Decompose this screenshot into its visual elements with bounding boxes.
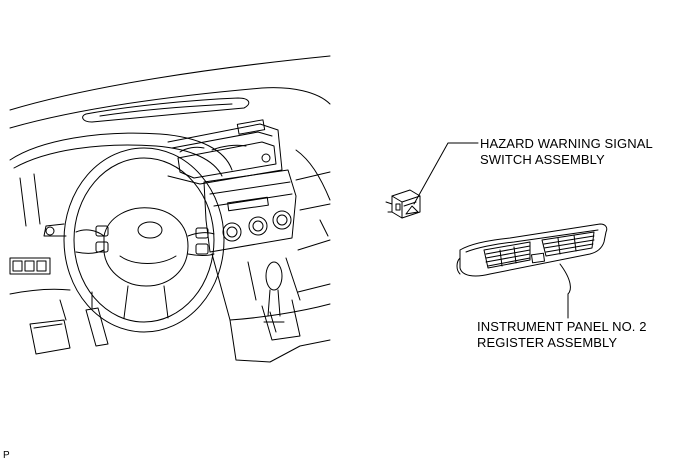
dashboard-top (9, 55, 331, 129)
hazard-leader-line (413, 142, 479, 205)
steering-wheel (43, 147, 225, 333)
center-console (211, 253, 331, 363)
passenger-dash (295, 149, 331, 293)
register-part (456, 223, 608, 277)
figure-code: P (3, 450, 10, 461)
register-label-line2: REGISTER ASSEMBLY (477, 335, 618, 350)
register-label-line1: INSTRUMENT PANEL NO. 2 (477, 319, 647, 334)
hazard-switch-part (385, 189, 421, 219)
register-label: INSTRUMENT PANEL NO. 2 REGISTER ASSEMBLY (477, 319, 647, 351)
center-stack-top (167, 119, 283, 185)
instrument-cluster-hood (9, 132, 233, 227)
hazard-switch-label-line1: HAZARD WARNING SIGNAL (480, 136, 653, 151)
hazard-switch-label-line2: SWITCH ASSEMBLY (480, 152, 605, 167)
leader-lines (413, 142, 571, 319)
register-leader-line (559, 263, 571, 295)
lower-left-switches (9, 257, 71, 295)
hazard-switch-label: HAZARD WARNING SIGNAL SWITCH ASSEMBLY (480, 136, 653, 168)
center-stack-panel (203, 169, 297, 253)
pedals (29, 291, 109, 355)
